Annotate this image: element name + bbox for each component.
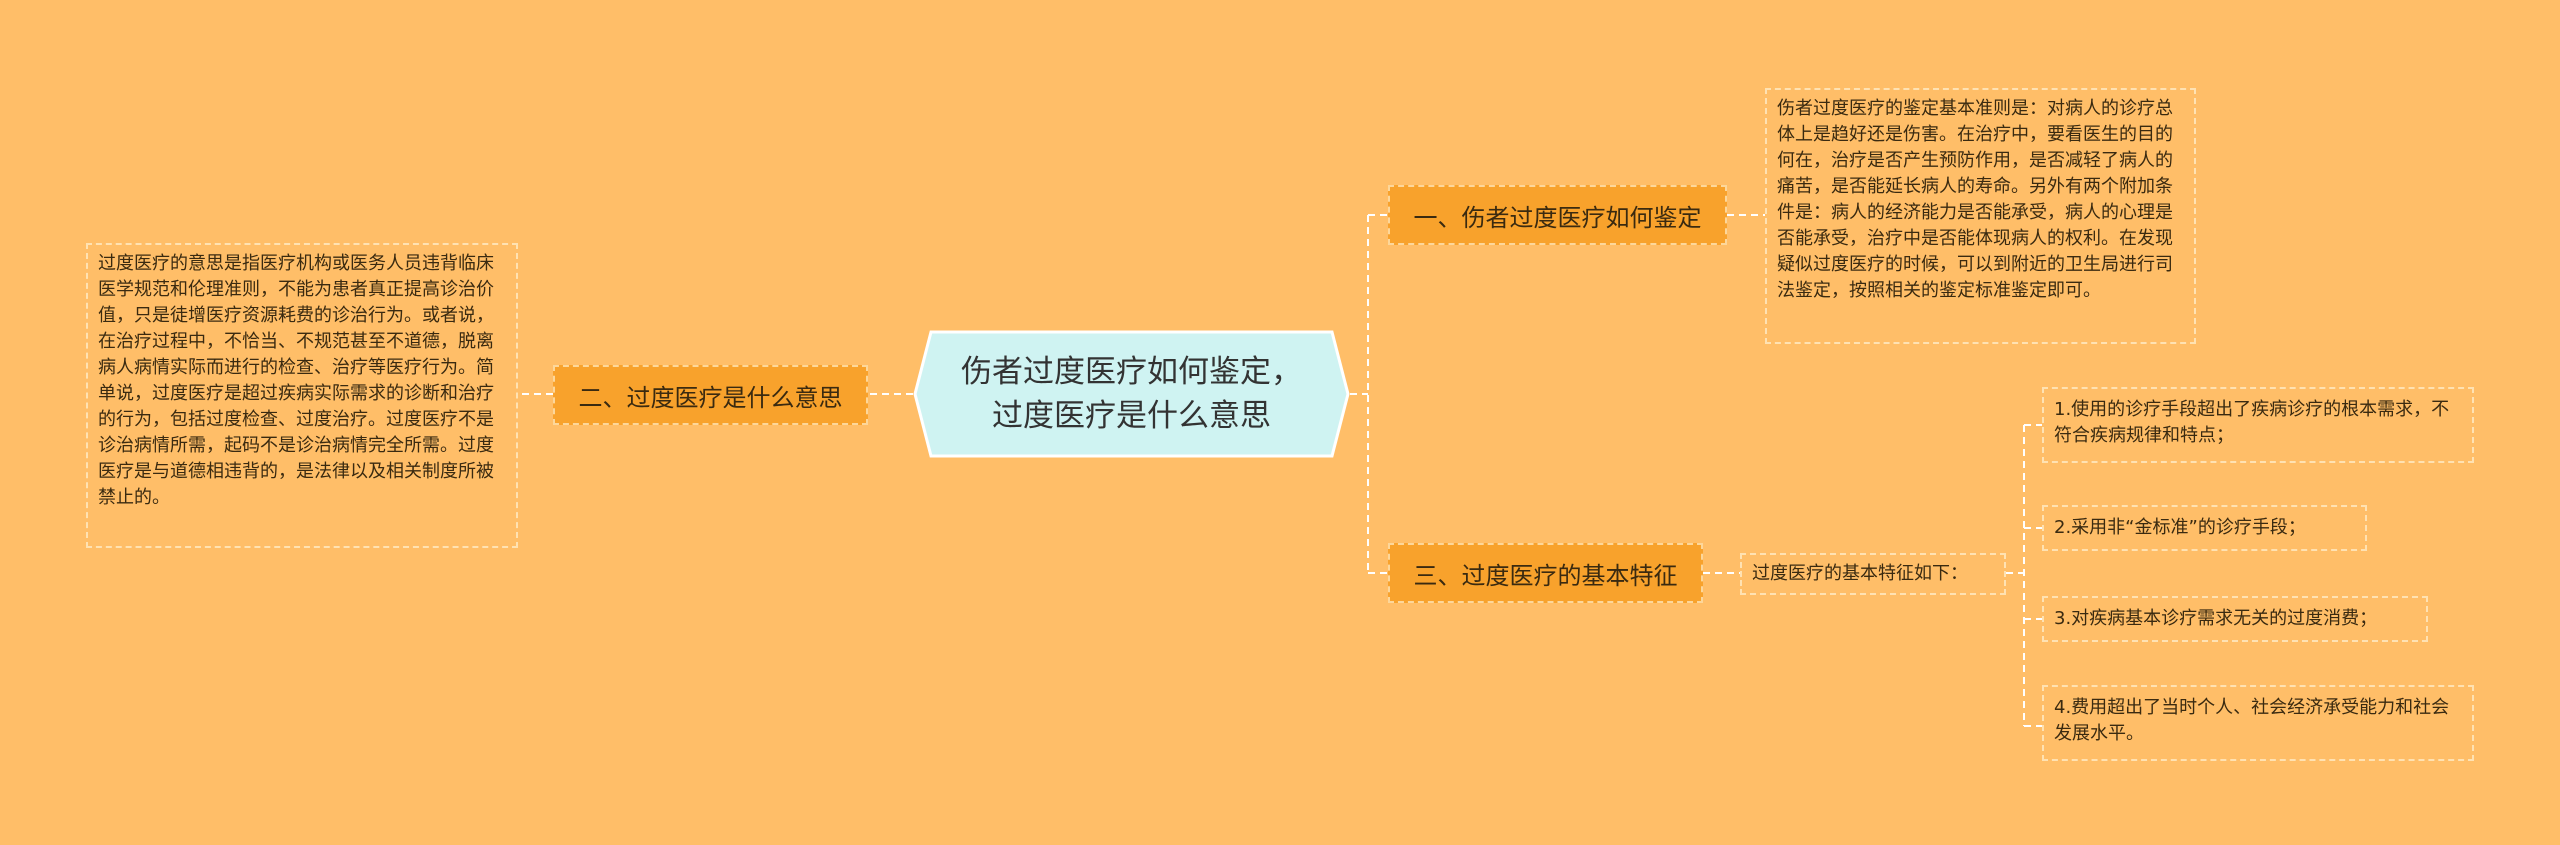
branch-two-note-text: 过度医疗的意思是指医疗机构或医务人员违背临床医学规范和伦理准则，不能为患者真正提… — [98, 253, 494, 508]
feature-item-1: 1.使用的诊疗手段超出了疾病诊疗的根本需求，不符合疾病规律和特点； — [2042, 387, 2474, 463]
branch-one-note: 伤者过度医疗的鉴定基本准则是：对病人的诊疗总体上是趋好还是伤害。在治疗中，要看医… — [1765, 88, 2196, 344]
feature-item-3: 3.对疾病基本诊疗需求无关的过度消费； — [2042, 596, 2428, 642]
root-title: 伤者过度医疗如何鉴定， 过度医疗是什么意思 — [961, 354, 1302, 434]
branch-three-intro: 过度医疗的基本特征如下： — [1740, 553, 2006, 595]
feature-item-2: 2.采用非“金标准”的诊疗手段； — [2042, 505, 2367, 551]
branch-two-label: 二、过度医疗是什么意思 — [578, 383, 843, 412]
branch-one-note-text: 伤者过度医疗的鉴定基本准则是：对病人的诊疗总体上是趋好还是伤害。在治疗中，要看医… — [1777, 98, 2173, 301]
branch-three-intro-text: 过度医疗的基本特征如下： — [1752, 563, 1968, 584]
branch-one-label: 一、伤者过度医疗如何鉴定 — [1413, 203, 1702, 232]
branch-one[interactable]: 一、伤者过度医疗如何鉴定 — [1388, 185, 1727, 245]
root-node[interactable]: 伤者过度医疗如何鉴定， 过度医疗是什么意思 — [913, 330, 1350, 458]
root-node-shape — [913, 330, 1350, 458]
feature-item-4: 4.费用超出了当时个人、社会经济承受能力和社会发展水平。 — [2042, 685, 2474, 761]
feature-item-1-text: 1.使用的诊疗手段超出了疾病诊疗的根本需求，不符合疾病规律和特点； — [2054, 399, 2450, 446]
branch-two[interactable]: 二、过度医疗是什么意思 — [553, 365, 868, 425]
branch-three[interactable]: 三、过度医疗的基本特征 — [1388, 543, 1703, 603]
branch-two-note: 过度医疗的意思是指医疗机构或医务人员违背临床医学规范和伦理准则，不能为患者真正提… — [86, 243, 518, 548]
feature-item-2-text: 2.采用非“金标准”的诊疗手段； — [2054, 517, 2306, 538]
feature-item-4-text: 4.费用超出了当时个人、社会经济承受能力和社会发展水平。 — [2054, 697, 2450, 744]
branch-three-label: 三、过度医疗的基本特征 — [1413, 561, 1678, 590]
feature-item-3-text: 3.对疾病基本诊疗需求无关的过度消费； — [2054, 608, 2378, 629]
